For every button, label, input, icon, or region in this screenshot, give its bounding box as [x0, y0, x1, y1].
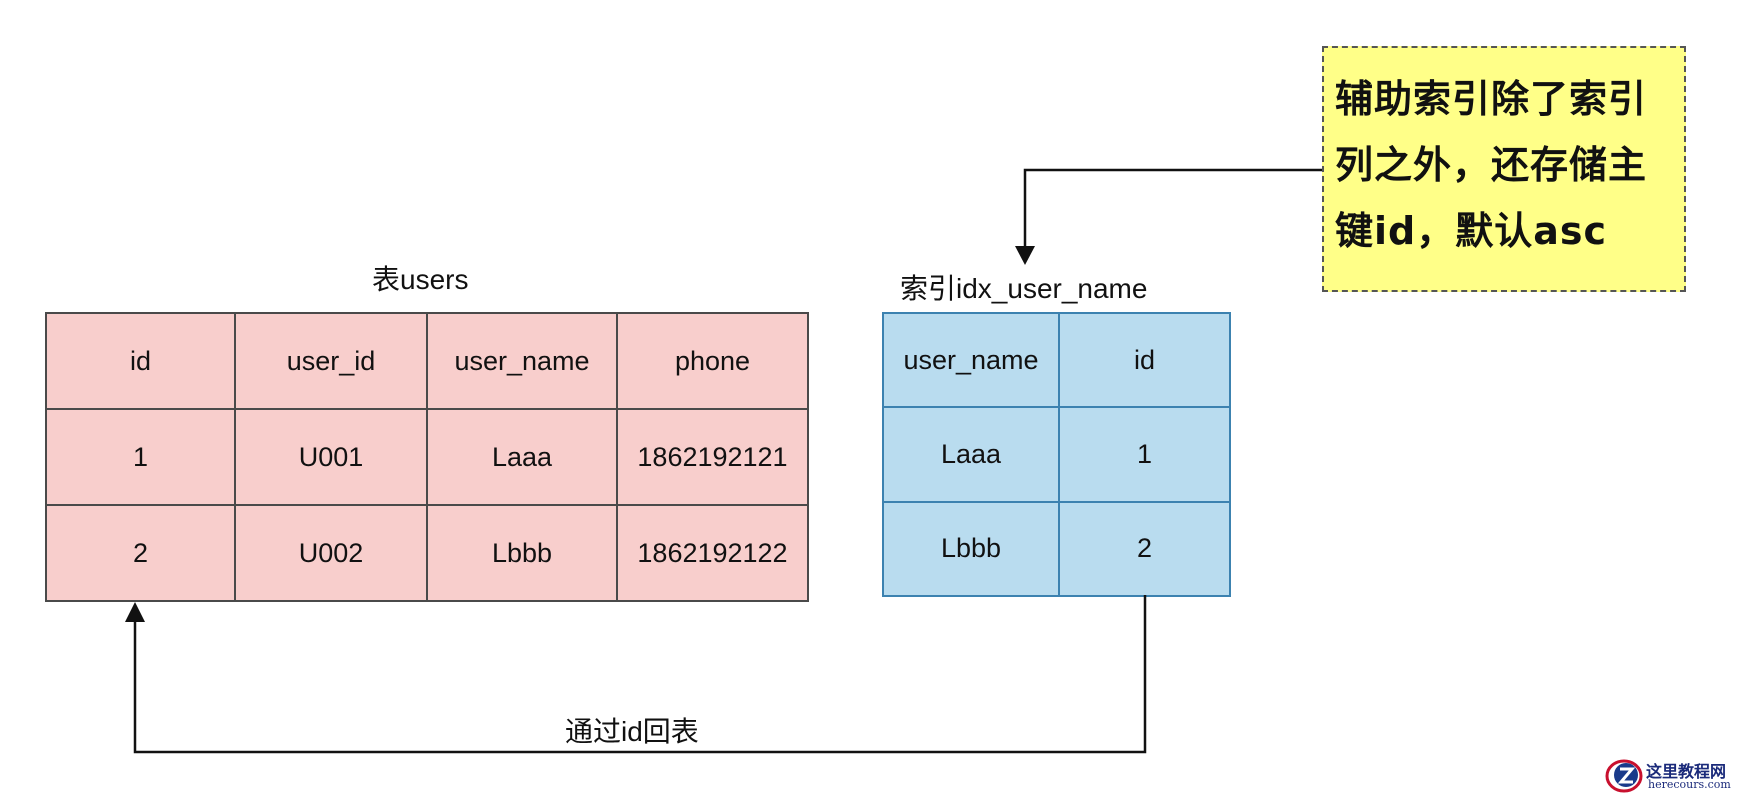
header-cell-id: id — [45, 312, 236, 410]
logo-url: herecours.com — [1648, 778, 1731, 791]
table-cell: 1862192121 — [616, 408, 809, 506]
note-line: 键id，默认asc — [1335, 209, 1608, 253]
table-header-row: user_name id — [882, 311, 1231, 409]
header-cell-id: id — [1058, 311, 1231, 409]
lookup-arrow — [133, 595, 1147, 754]
site-logo: 这里教程网 herecours.com — [1604, 756, 1744, 796]
table-cell: Laaa — [426, 408, 618, 506]
header-cell-phone: phone — [616, 312, 809, 410]
note-to-index-arrow — [1023, 168, 1322, 250]
header-cell-user-id: user_id — [234, 312, 428, 410]
table-row: Laaa 1 — [882, 406, 1231, 503]
header-cell-user-name: user_name — [882, 311, 1060, 409]
table-cell: 1 — [45, 408, 236, 506]
index-table-title: 索引idx_user_name — [900, 273, 1148, 304]
logo-mark-icon — [1605, 759, 1643, 793]
note-line: 列之外，还存储主 — [1335, 143, 1648, 187]
lookup-arrow-label: 通过id回表 — [565, 716, 699, 747]
table-cell: Laaa — [882, 406, 1060, 503]
note-box: 辅助索引除了索引 列之外，还存储主 键id，默认asc — [1322, 46, 1686, 292]
table-cell: Lbbb — [882, 500, 1060, 598]
table-row: 2 U002 Lbbb 1862192122 — [45, 504, 809, 602]
table-cell: U001 — [234, 408, 428, 506]
users-table-title: 表users — [372, 264, 469, 295]
table-cell: 1 — [1058, 406, 1231, 503]
table-cell: U002 — [234, 504, 428, 602]
table-cell: 1862192122 — [616, 504, 809, 602]
users-table: id user_id user_name phone 1 U001 Laaa 1… — [45, 312, 809, 602]
table-cell: 2 — [45, 504, 236, 602]
table-cell: Lbbb — [426, 504, 618, 602]
table-cell: 2 — [1058, 500, 1231, 598]
header-cell-user-name: user_name — [426, 312, 618, 410]
note-line: 辅助索引除了索引 — [1335, 77, 1648, 121]
lookup-arrowhead — [125, 602, 145, 622]
table-row: 1 U001 Laaa 1862192121 — [45, 408, 809, 506]
logo-name: 这里教程网 — [1646, 762, 1727, 781]
index-table: user_name id Laaa 1 Lbbb 2 — [882, 311, 1231, 598]
table-row: Lbbb 2 — [882, 500, 1231, 598]
note-to-index-arrowhead — [1015, 246, 1035, 265]
table-header-row: id user_id user_name phone — [45, 312, 809, 410]
